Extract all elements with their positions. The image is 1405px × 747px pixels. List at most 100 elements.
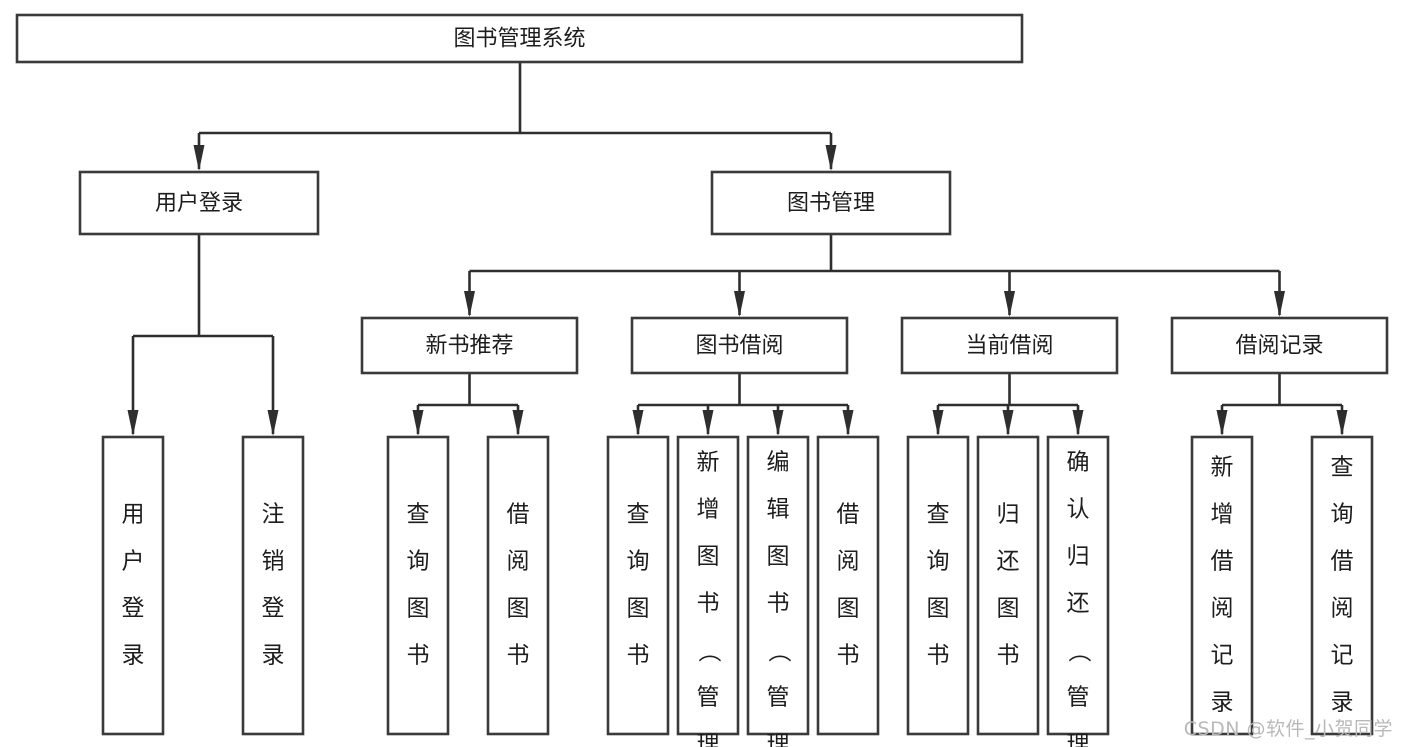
svg-text:录: 录 [262,643,285,669]
svg-text:书: 书 [407,643,430,669]
level3-node-借阅记录[interactable]: 借阅记录 [1170,316,1389,375]
svg-text:新: 新 [1211,455,1234,481]
svg-text:查: 查 [927,502,950,528]
level2-node-用户登录[interactable]: 用户登录 [78,170,320,236]
svg-text:确: 确 [1067,450,1090,476]
level3-node-图书借阅[interactable]: 图书借阅 [630,316,849,375]
svg-text:记: 记 [1331,643,1354,669]
svg-text:理: 理 [697,732,720,747]
arrow-head-icon [267,410,279,436]
svg-text:录: 录 [122,643,145,669]
svg-text:图: 图 [407,596,430,622]
svg-text:录: 录 [1331,690,1354,716]
svg-text:管: 管 [767,685,790,711]
level3-node-新书推荐[interactable]: 新书推荐 [360,316,579,375]
svg-text:书: 书 [927,643,950,669]
svg-text:借: 借 [1331,549,1354,575]
svg-text:查: 查 [407,502,430,528]
svg-text:图: 图 [697,544,720,570]
svg-text:（: （ [696,640,722,663]
svg-text:注: 注 [262,502,285,528]
arrow-head-icon [734,291,745,317]
level2-node-用户登录-label: 用户登录 [155,191,243,216]
edges-layer [127,62,1348,436]
arrow-head-icon [464,291,475,317]
level2-node-图书管理[interactable]: 图书管理 [710,170,952,236]
svg-text:理: 理 [1067,732,1090,747]
svg-text:（: （ [766,640,792,663]
svg-text:书: 书 [837,643,860,669]
arrow-head-icon [825,145,837,171]
root-node-图书管理系统[interactable]: 图书管理系统 [15,13,1024,64]
svg-text:图: 图 [627,596,650,622]
svg-text:归: 归 [997,502,1020,528]
svg-text:询: 询 [927,549,950,575]
svg-text:书: 书 [997,643,1020,669]
svg-text:询: 询 [407,549,430,575]
svg-text:询: 询 [1331,502,1354,528]
svg-text:借: 借 [507,502,530,528]
svg-text:辑: 辑 [767,497,790,523]
csdn-watermark: CSDN @软件_小贺同学 [1183,718,1393,740]
arrow-head-icon [772,410,784,436]
svg-text:书: 书 [627,643,650,669]
arrow-head-icon [1274,291,1285,317]
svg-text:增: 增 [697,497,720,523]
svg-text:图: 图 [927,596,950,622]
arrow-head-icon [512,410,524,436]
svg-text:借: 借 [1211,549,1234,575]
leaf-node-用户登录-0[interactable]: 用户登录 [101,435,165,736]
svg-text:户: 户 [122,549,145,575]
arrow-head-icon [1004,291,1015,317]
svg-text:还: 还 [997,549,1020,575]
level3-node-当前借阅-label: 当前借阅 [965,334,1053,359]
arrow-head-icon [1072,410,1084,436]
svg-text:查: 查 [1331,455,1354,481]
svg-text:借: 借 [837,502,860,528]
nodes-layer: 图书管理系统用户登录图书管理新书推荐图书借阅当前借阅借阅记录用户登录注销登录查询… [15,13,1389,747]
svg-text:阅: 阅 [1331,596,1354,622]
level2-node-图书管理-label: 图书管理 [787,191,875,216]
svg-text:书: 书 [697,591,720,617]
arrow-head-icon [1002,410,1014,436]
svg-text:记: 记 [1211,643,1234,669]
arrow-head-icon [412,410,424,436]
svg-text:还: 还 [1067,591,1090,617]
arrow-head-icon [632,410,644,436]
arrow-head-icon [193,145,205,171]
svg-text:增: 增 [1211,502,1234,528]
level3-node-当前借阅[interactable]: 当前借阅 [900,316,1119,375]
svg-text:查: 查 [627,502,650,528]
arrow-head-icon [702,410,714,436]
svg-text:图: 图 [507,596,530,622]
svg-text:阅: 阅 [837,549,860,575]
svg-text:编: 编 [767,450,790,476]
svg-text:管: 管 [1067,685,1090,711]
svg-text:图: 图 [837,596,860,622]
svg-text:（: （ [1066,640,1092,663]
svg-text:图: 图 [997,596,1020,622]
svg-text:归: 归 [1067,544,1090,570]
